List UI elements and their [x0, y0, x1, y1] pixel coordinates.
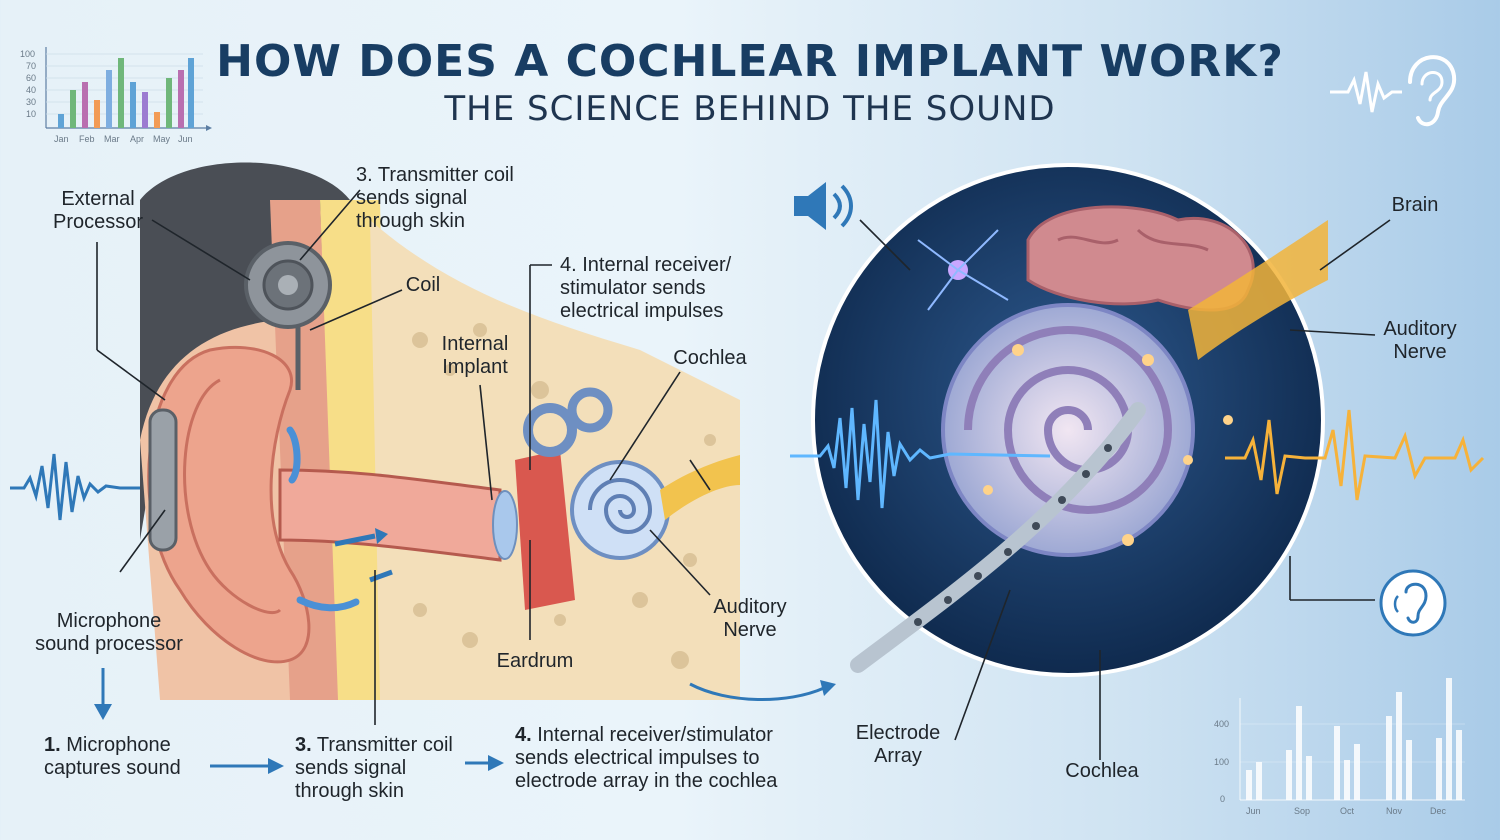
incoming-soundwave [10, 453, 160, 521]
auditory-nerve-shape [660, 455, 740, 520]
mini-top-xtick: Feb [79, 134, 95, 144]
mini-top-bar [58, 114, 64, 128]
mini-top-bar [166, 78, 172, 128]
mini-bottom-xtick: Sop [1294, 806, 1310, 816]
zoom-connector [689, 680, 836, 701]
mini-top-xtick: May [153, 134, 171, 144]
mini-chart-bottom: 400 100 0 Jun Sop Oct Nov Dec [1214, 678, 1465, 816]
mini-top-bar [142, 92, 148, 128]
label-internal-receiver-top: 4. Internal receiver/ stimulator sends e… [560, 254, 732, 322]
mini-bottom-bar [1396, 692, 1402, 800]
mini-top-bar [188, 58, 194, 128]
label-coil: Coil [405, 274, 441, 296]
mini-bottom-bar [1334, 726, 1340, 800]
ear-soundwave-icon [1330, 55, 1457, 127]
mini-bottom-ytick: 100 [1214, 757, 1229, 767]
speaker-icon [794, 182, 853, 230]
mini-bottom-bar [1406, 740, 1412, 800]
mini-bottom-bar [1344, 760, 1350, 800]
mini-top-xtick: Mar [104, 134, 120, 144]
mini-top-bar [106, 70, 112, 128]
mini-top-ytick: 70 [26, 61, 36, 71]
leader-lines-right [859, 219, 1391, 760]
page-subtitle: THE SCIENCE BEHIND THE SOUND [444, 89, 1056, 129]
ear-badge-icon [1379, 569, 1447, 637]
label-electrode-array: Electrode Array [855, 722, 941, 767]
mini-bottom-xtick: Oct [1340, 806, 1355, 816]
mini-top-ytick: 30 [26, 97, 36, 107]
mini-bottom-bar [1446, 678, 1452, 800]
electrical-waveform-orange [1225, 409, 1485, 501]
step-4-text: Internal receiver/stimulator sends elect… [515, 724, 778, 792]
mini-bottom-ytick: 0 [1220, 794, 1225, 804]
label-brain: Brain [1391, 194, 1439, 216]
external-processor-device [148, 408, 178, 552]
mini-top-bar [94, 100, 100, 128]
mini-top-bar [118, 58, 124, 128]
mini-top-xtick: Jun [178, 134, 193, 144]
page-title: HOW DOES A COCHLEAR IMPLANT WORK? [216, 36, 1284, 87]
label-eardrum: Eardrum [496, 650, 574, 672]
step-1: 1. Microphone captures sound [44, 734, 214, 780]
leader-lines-left [96, 189, 711, 725]
mini-top-bar [82, 82, 88, 128]
mini-bottom-bar [1306, 756, 1312, 800]
mini-top-ytick: 10 [26, 109, 36, 119]
label-microphone: Microphone sound processor [35, 610, 183, 655]
step-4-number: 4. [515, 724, 532, 746]
mini-bottom-bar [1256, 762, 1262, 800]
step-3-text: Transmitter coil sends signal through sk… [295, 734, 453, 802]
step-4: 4. Internal receiver/stimulator sends el… [515, 724, 815, 793]
mini-bottom-xtick: Nov [1386, 806, 1403, 816]
step-1-text: Microphone captures sound [44, 734, 181, 779]
flow-arrows [94, 668, 504, 774]
label-cochlea-left: Cochlea [673, 347, 747, 369]
mini-bottom-bar [1436, 738, 1442, 800]
label-auditory-nerve-right: Auditory Nerve [1383, 318, 1457, 363]
mini-top-ytick: 60 [26, 73, 36, 83]
mini-top-bar [70, 90, 76, 128]
mini-bottom-xtick: Jun [1246, 806, 1261, 816]
mini-bottom-ytick: 400 [1214, 719, 1229, 729]
label-auditory-nerve-left: Auditory Nerve [713, 596, 787, 641]
mini-bottom-bar [1296, 706, 1302, 800]
mini-top-ytick: 40 [26, 85, 36, 95]
mini-top-bar [178, 70, 184, 128]
mini-chart-top: 100 70 60 40 30 10 Jan Feb Mar Apr May J… [20, 47, 212, 144]
nerve-bundle [1188, 220, 1328, 360]
mini-bottom-bar [1456, 730, 1462, 800]
label-transmitter-coil-top: 3. Transmitter coil sends signal through… [356, 164, 514, 232]
step-3-number: 3. [295, 734, 312, 756]
mini-top-xtick: Jan [54, 134, 69, 144]
mini-bottom-bar [1386, 716, 1392, 800]
mini-bottom-xtick: Dec [1430, 806, 1447, 816]
mini-bottom-bar [1354, 744, 1360, 800]
step-1-number: 1. [44, 734, 61, 756]
mini-bottom-bar [1286, 750, 1292, 800]
label-external-processor: External Processor [52, 188, 144, 233]
mini-top-ytick: 100 [20, 49, 35, 59]
mini-top-xtick: Apr [130, 134, 144, 144]
step-3: 3. Transmitter coil sends signal through… [295, 734, 475, 803]
mini-top-bar [154, 112, 160, 128]
label-cochlea-right: Cochlea [1065, 760, 1139, 782]
electrical-waveform-blue [790, 399, 1051, 509]
eardrum-shape [492, 490, 518, 560]
cochlea-zoom-view [811, 163, 1328, 677]
ear-anatomy-illustration [140, 162, 740, 700]
mini-top-bar [130, 82, 136, 128]
mini-bottom-bar [1246, 770, 1252, 800]
label-internal-implant: Internal Implant [441, 333, 509, 378]
